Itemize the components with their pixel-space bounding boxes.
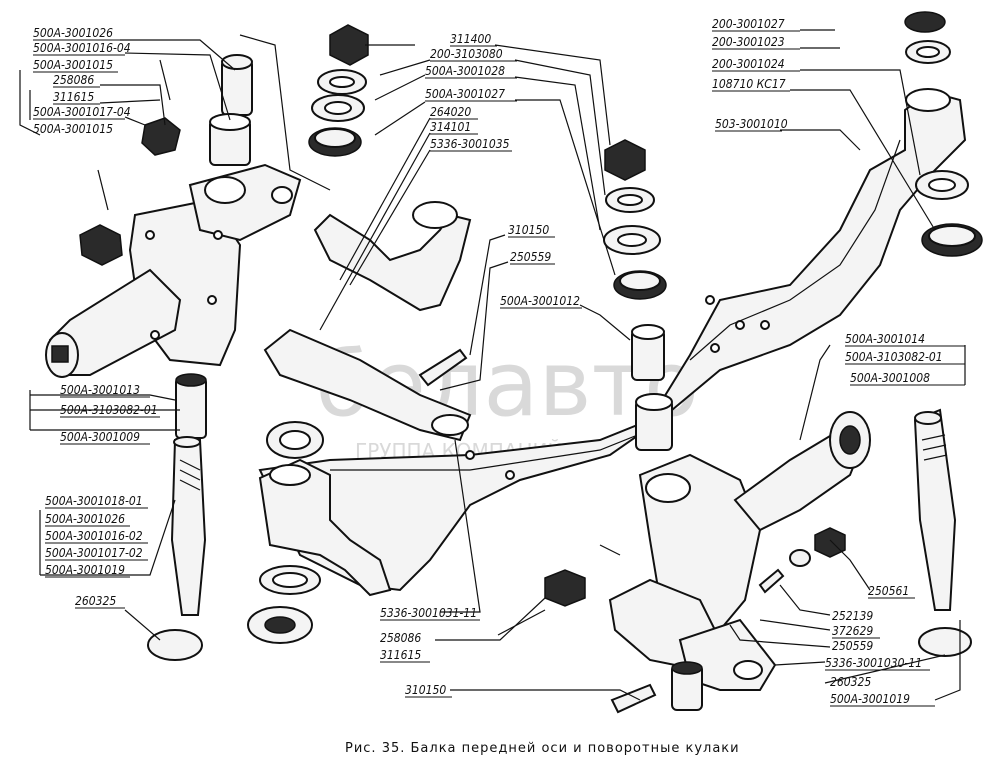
labels-top-right: 200-3001027 200-3001023 200-3001024 1087…	[712, 17, 800, 132]
part-label: 260325	[830, 675, 871, 689]
part-label: 500А-3103082-01	[845, 350, 943, 364]
part-label: 500А-3001012	[500, 294, 580, 308]
part-label: 5336-3001030-11	[825, 656, 922, 670]
part-label: 260325	[75, 594, 116, 608]
part-label: 250559	[510, 250, 551, 264]
part-label: 500А-3001009	[60, 430, 140, 444]
part-label: 500А-3001017-04	[33, 105, 131, 119]
part-label: 500А-3001016-04	[33, 41, 131, 55]
part-label: 314101	[430, 120, 471, 134]
labels-top-center: 311400 200-3103080 500А-3001028 500А-300…	[425, 32, 517, 152]
part-label: 250561	[868, 584, 909, 598]
part-label: 310150	[405, 683, 446, 697]
part-label: 500А-3001015	[33, 122, 113, 136]
left-steering-knuckle	[45, 163, 302, 378]
part-label: 200-3001024	[712, 57, 785, 71]
part-label: 500А-3001028	[425, 64, 505, 78]
labels-bottom-center: 5336-3001031-11 258086 311615 310150	[380, 606, 480, 698]
center-right-parts	[603, 139, 667, 300]
labels-right-mid: 500А-3001014 500А-3103082-01 500А-300100…	[845, 332, 965, 386]
right-king-pin	[913, 408, 972, 657]
part-label: 500А-3103082-01	[60, 403, 158, 417]
part-label: 500А-3001016-02	[45, 529, 143, 543]
left-small-parts	[79, 59, 324, 644]
part-label: 200-3001027	[712, 17, 785, 31]
part-label: 311400	[450, 32, 491, 46]
left-steering-arm	[258, 458, 392, 597]
part-label: 500А-3001026	[45, 512, 125, 526]
part-label: 500А-3001027	[425, 87, 505, 101]
figure-caption: Рис. 35. Балка передней оси и поворотные…	[345, 741, 740, 756]
part-label: 500А-3001019	[830, 692, 910, 706]
part-label: 250559	[832, 639, 873, 653]
labels-bottom-left: 500А-3001018-01 500А-3001026 500А-300101…	[45, 494, 148, 609]
right-steering-knuckle	[608, 411, 871, 711]
part-label: 311615	[53, 90, 94, 104]
part-label: 500А-3001019	[45, 563, 125, 577]
part-label: 500А-3001026	[33, 26, 113, 40]
part-label: 500А-3001014	[845, 332, 925, 346]
part-label: 258086	[380, 631, 421, 645]
part-label: 258086	[53, 73, 94, 87]
part-label: 310150	[508, 223, 549, 237]
labels-mid-left: 500А-3001013 500А-3103082-01 500А-300100…	[60, 383, 160, 445]
right-top-washers	[904, 11, 983, 257]
part-label: 500А-3001015	[33, 58, 113, 72]
part-label: 372629	[832, 624, 873, 638]
left-upper-bushings	[209, 54, 253, 166]
part-label: 5336-3001031-11	[380, 606, 477, 620]
part-label: 500А-3001018-01	[45, 494, 143, 508]
steering-link-arm	[263, 201, 472, 442]
center-bushings	[631, 324, 673, 451]
part-label: 500А-3001008	[850, 371, 930, 385]
part-label: 5336-3001035	[430, 137, 510, 151]
left-king-pin	[147, 373, 207, 661]
part-label: 500А-3001017-02	[45, 546, 143, 560]
part-label: 500А-3001013	[60, 383, 140, 397]
labels-bottom-right: 250561 252139 372629 250559 5336-3001030…	[825, 584, 935, 707]
small-bolts-nuts	[418, 348, 846, 714]
leader-lines	[19, 29, 966, 701]
labels-top-left: 500А-3001026 500А-3001016-04 500А-300101…	[33, 26, 131, 136]
part-label: 108710 КС17	[712, 77, 786, 91]
part-label: 200-3001023	[712, 35, 785, 49]
part-label: 264020	[430, 105, 471, 119]
part-label: 503-3001010	[715, 117, 788, 131]
part-label: 252139	[832, 609, 873, 623]
top-center-parts	[308, 24, 369, 157]
part-label: 311615	[380, 648, 421, 662]
part-label: 200-3103080	[430, 47, 503, 61]
labels-center: 310150 250559 500А-3001012	[500, 223, 582, 309]
